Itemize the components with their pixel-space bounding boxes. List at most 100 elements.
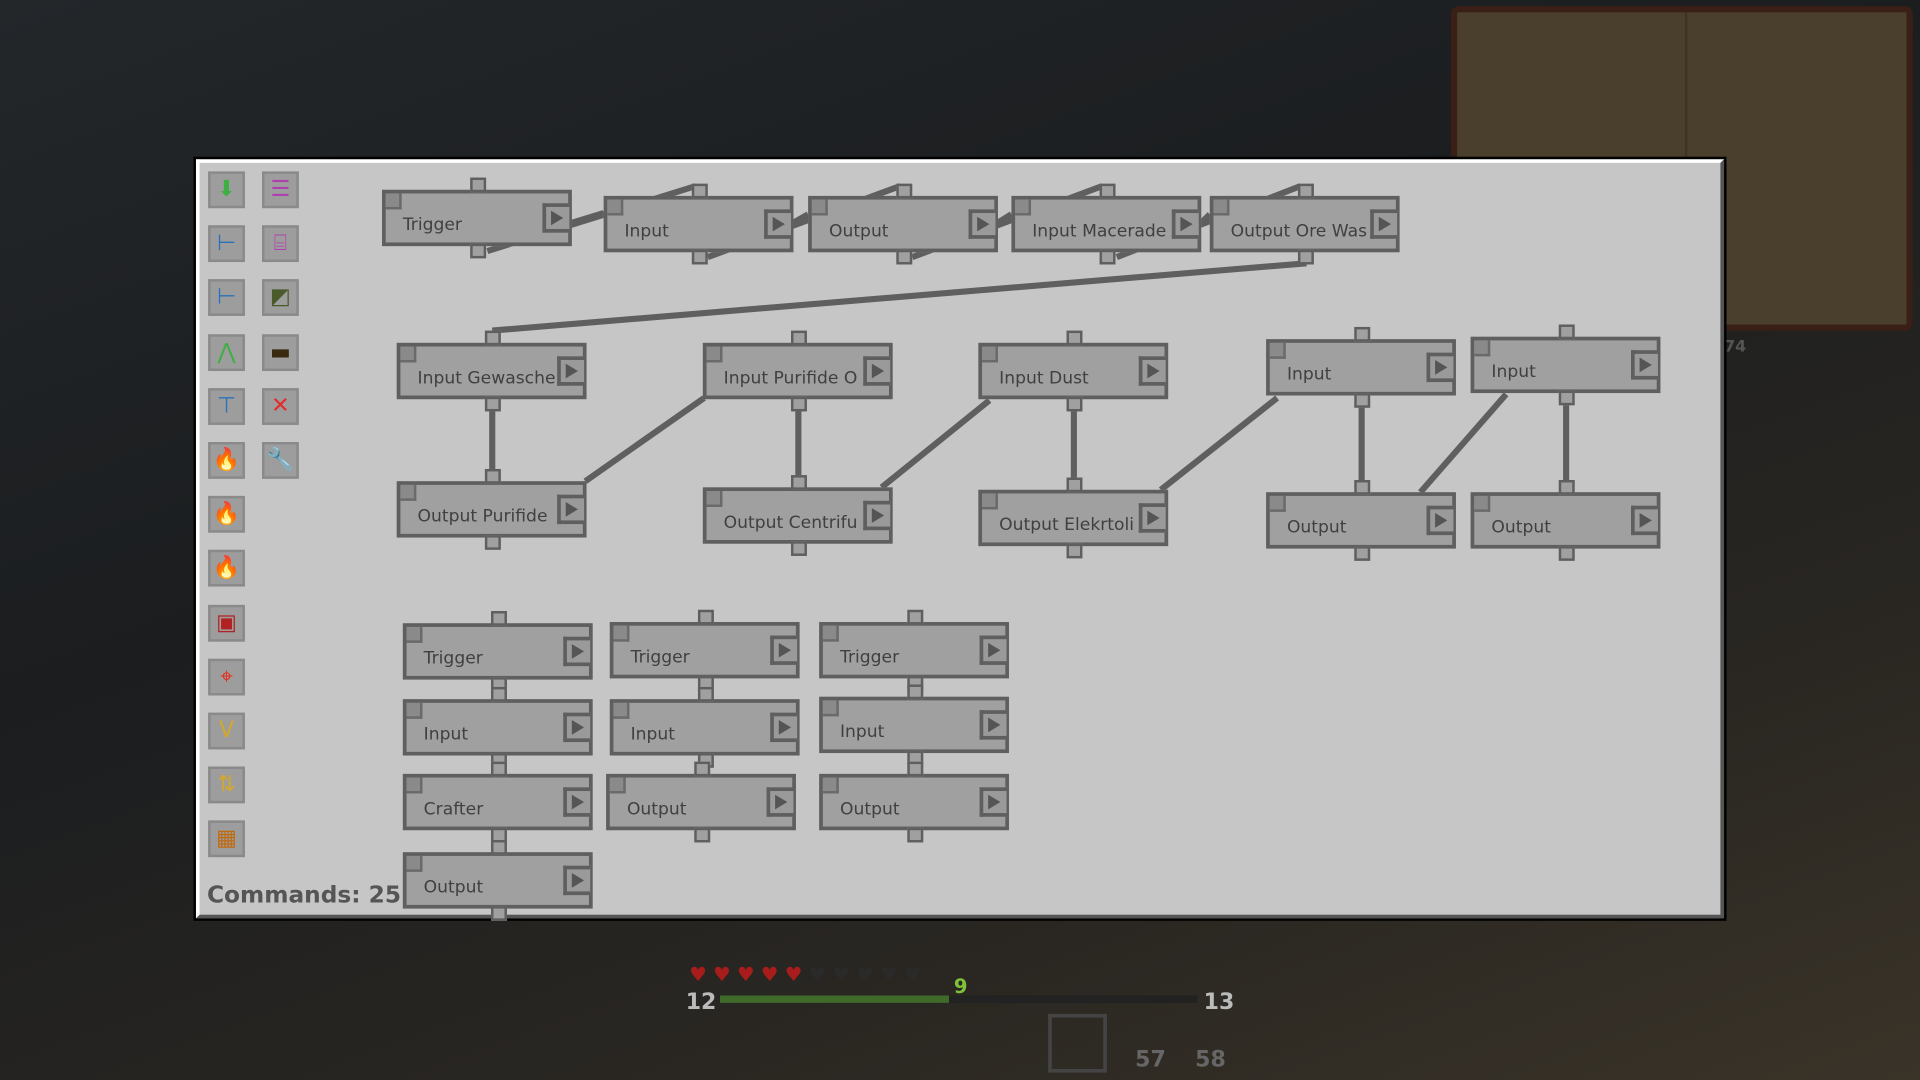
tool-button-camouflage[interactable]: ◩ bbox=[262, 279, 299, 317]
node-output-connector[interactable] bbox=[907, 827, 924, 843]
node-handle[interactable] bbox=[613, 702, 630, 719]
node-input-connector[interactable] bbox=[484, 468, 501, 484]
node-output-connector[interactable] bbox=[484, 535, 501, 550]
node-handle[interactable] bbox=[406, 855, 423, 872]
node-menu-button[interactable] bbox=[770, 635, 798, 665]
tool-button-loop[interactable]: ⇅ bbox=[208, 766, 245, 804]
node-menu-button[interactable] bbox=[968, 209, 996, 239]
node-menu-button[interactable] bbox=[1138, 356, 1166, 386]
tool-button-variable[interactable]: V bbox=[208, 712, 245, 750]
node-handle[interactable] bbox=[406, 626, 423, 643]
command-node[interactable]: Output Ore Was bbox=[1209, 195, 1400, 253]
command-node[interactable]: Input bbox=[603, 195, 794, 253]
node-input-connector[interactable] bbox=[1066, 477, 1083, 493]
node-output-connector[interactable] bbox=[1354, 546, 1371, 561]
command-node[interactable]: Trigger bbox=[819, 622, 1009, 679]
node-input-connector[interactable] bbox=[491, 686, 507, 702]
node-menu-button[interactable] bbox=[770, 712, 798, 743]
node-input-connector[interactable] bbox=[1558, 480, 1575, 495]
node-handle[interactable] bbox=[406, 702, 423, 719]
tool-button-redstone-condition[interactable]: ⌖ bbox=[208, 658, 245, 696]
command-node[interactable]: Input bbox=[609, 699, 800, 756]
node-menu-button[interactable] bbox=[557, 356, 585, 386]
tool-button-list[interactable]: ☰ bbox=[262, 171, 299, 209]
command-node[interactable]: Output bbox=[819, 773, 1009, 831]
node-handle[interactable] bbox=[613, 625, 630, 642]
node-input-connector[interactable] bbox=[1558, 324, 1575, 340]
node-handle[interactable] bbox=[1015, 199, 1032, 216]
node-output-connector[interactable] bbox=[1297, 249, 1314, 265]
tool-button-wrench[interactable]: 🔧 bbox=[262, 442, 299, 479]
command-node[interactable]: Trigger bbox=[402, 623, 593, 680]
node-input-connector[interactable] bbox=[691, 183, 708, 199]
node-handle[interactable] bbox=[706, 491, 723, 507]
node-output-connector[interactable] bbox=[1558, 390, 1575, 406]
node-handle[interactable] bbox=[706, 346, 723, 363]
tool-button-distribute[interactable]: ⊤ bbox=[208, 387, 245, 425]
node-input-connector[interactable] bbox=[791, 330, 807, 346]
node-menu-button[interactable] bbox=[542, 203, 570, 233]
node-menu-button[interactable] bbox=[764, 209, 792, 239]
node-output-connector[interactable] bbox=[1099, 249, 1116, 265]
tool-button-split[interactable]: ⋀ bbox=[208, 333, 245, 371]
node-menu-button[interactable] bbox=[1631, 505, 1658, 536]
node-menu-button[interactable] bbox=[979, 635, 1007, 665]
tool-button-delete[interactable]: ✕ bbox=[262, 387, 299, 425]
command-node[interactable]: Input bbox=[1266, 339, 1456, 396]
node-handle[interactable] bbox=[811, 199, 828, 216]
node-input-connector[interactable] bbox=[470, 177, 487, 193]
node-output-connector[interactable] bbox=[896, 249, 913, 265]
command-node[interactable]: Output bbox=[1266, 492, 1456, 549]
node-input-connector[interactable] bbox=[907, 761, 924, 777]
command-node[interactable]: Output Centrifu bbox=[702, 487, 893, 544]
node-input-connector[interactable] bbox=[491, 611, 507, 626]
node-handle[interactable] bbox=[982, 493, 998, 510]
node-menu-button[interactable] bbox=[1426, 505, 1454, 536]
node-menu-button[interactable] bbox=[979, 710, 1007, 740]
command-node[interactable]: Input bbox=[819, 696, 1009, 754]
node-handle[interactable] bbox=[609, 777, 626, 794]
node-input-connector[interactable] bbox=[1066, 330, 1083, 346]
node-output-connector[interactable] bbox=[791, 396, 807, 412]
node-menu-button[interactable] bbox=[1171, 209, 1199, 239]
command-node[interactable]: Output bbox=[606, 773, 796, 831]
command-node[interactable]: Input bbox=[402, 699, 593, 756]
node-menu-button[interactable] bbox=[557, 494, 585, 525]
command-node[interactable]: Input Macerade bbox=[1011, 195, 1202, 253]
node-handle[interactable] bbox=[400, 484, 417, 501]
node-handle[interactable] bbox=[982, 346, 998, 363]
node-input-connector[interactable] bbox=[907, 609, 924, 625]
node-menu-button[interactable] bbox=[563, 636, 591, 667]
node-input-connector[interactable] bbox=[697, 609, 714, 625]
tool-button-redstone-emitter[interactable]: ▣ bbox=[208, 604, 245, 642]
tool-button-crafting-grid[interactable]: ▦ bbox=[208, 820, 245, 858]
node-input-connector[interactable] bbox=[1297, 183, 1314, 199]
node-menu-button[interactable] bbox=[979, 787, 1007, 817]
node-menu-button[interactable] bbox=[863, 356, 891, 386]
node-menu-button[interactable] bbox=[1138, 503, 1166, 533]
node-input-connector[interactable] bbox=[491, 761, 507, 777]
tool-button-sign[interactable]: ▬ bbox=[262, 333, 299, 371]
tool-button-fuel-input[interactable]: 🔥 bbox=[208, 442, 245, 479]
node-menu-button[interactable] bbox=[1370, 209, 1398, 239]
node-input-connector[interactable] bbox=[694, 761, 711, 777]
node-output-connector[interactable] bbox=[1354, 393, 1371, 408]
node-menu-button[interactable] bbox=[563, 865, 591, 896]
command-node[interactable]: Output bbox=[402, 852, 593, 909]
node-input-connector[interactable] bbox=[791, 475, 807, 490]
node-menu-button[interactable] bbox=[563, 712, 591, 743]
command-node[interactable]: Output bbox=[1470, 492, 1661, 549]
node-handle[interactable] bbox=[1269, 342, 1286, 359]
node-menu-button[interactable] bbox=[563, 787, 591, 817]
node-input-connector[interactable] bbox=[1354, 326, 1371, 342]
node-output-connector[interactable] bbox=[791, 541, 807, 556]
tool-button-fuel-output[interactable]: 🔥 bbox=[208, 496, 245, 533]
node-handle[interactable] bbox=[1269, 495, 1286, 512]
node-input-connector[interactable] bbox=[907, 684, 924, 700]
node-input-connector[interactable] bbox=[491, 840, 507, 855]
command-node[interactable]: Input Dust bbox=[978, 342, 1169, 400]
node-input-connector[interactable] bbox=[697, 686, 714, 702]
tool-button-item-input[interactable]: ⊢ bbox=[208, 225, 245, 263]
node-handle[interactable] bbox=[607, 199, 624, 216]
command-node[interactable]: Output Purifide bbox=[396, 481, 587, 538]
